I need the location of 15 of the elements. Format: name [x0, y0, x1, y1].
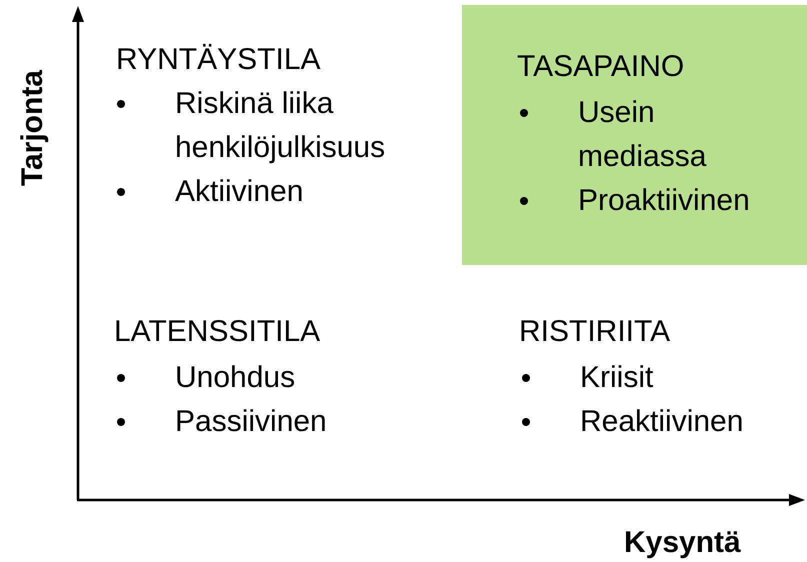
- axis-title: Tarjonta: [16, 70, 50, 186]
- quadrant-heading: RISTIRIITA: [519, 314, 670, 350]
- quadrant-heading: TASAPAINO: [517, 49, 684, 85]
- quadrant-heading: LATENSSITILA: [114, 314, 320, 350]
- list-item: Aktiivinen: [175, 174, 304, 210]
- list-item: Kriisit: [580, 360, 654, 396]
- quadrant-heading: RYNTÄYSTILA: [116, 42, 321, 78]
- list-item: Reaktiivinen: [580, 404, 744, 440]
- list-item: Proaktiivinen: [578, 183, 751, 219]
- list-item: Riskinä liika henkilöjulkisuus: [175, 86, 386, 166]
- quadrant-box: [462, 5, 807, 265]
- list-item: Unohdus: [175, 360, 296, 396]
- axis-title: Kysyntä: [624, 526, 741, 560]
- list-item: Passiivinen: [175, 404, 327, 440]
- list-item: Usein mediassa: [578, 95, 708, 175]
